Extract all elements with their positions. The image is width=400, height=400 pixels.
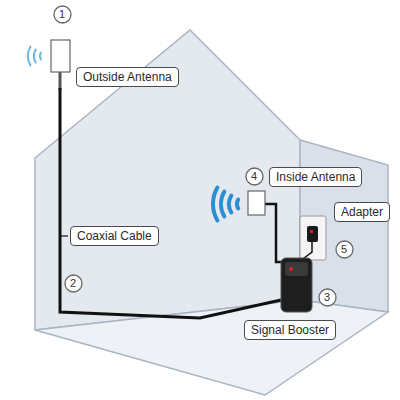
signal-wave [39, 53, 42, 60]
label-text: Signal Booster [251, 323, 329, 337]
antenna-mast [59, 72, 62, 90]
callout-number: 3 [318, 288, 337, 307]
label-text: Outside Antenna [83, 70, 172, 84]
coaxial-cable [60, 88, 281, 318]
callout-number: 4 [245, 167, 264, 186]
callout-number: 2 [64, 274, 83, 293]
callout-circle [319, 289, 336, 306]
callout-number: 1 [53, 5, 72, 24]
callout-circle [336, 241, 353, 258]
adapter-light [310, 230, 313, 233]
part-label: Coaxial Cable [70, 226, 159, 246]
signal-wave [221, 192, 224, 217]
booster-panel [285, 262, 308, 276]
callout-circle [65, 275, 82, 292]
signal-wave [34, 50, 36, 63]
callout-number: 1 [53, 5, 72, 24]
antenna-wire [265, 204, 282, 262]
inside-antenna-panel [248, 191, 265, 215]
signal-waves [28, 47, 238, 221]
part-label: Outside Antenna [76, 67, 179, 87]
callout-number: 3 [318, 288, 337, 307]
callout-circle [246, 168, 263, 185]
callout-number: 5 [335, 240, 354, 259]
signal-wave [229, 196, 231, 213]
label-text: Coaxial Cable [77, 229, 152, 243]
outside-antenna-panel [51, 40, 70, 72]
part-label: Signal Booster [244, 320, 336, 340]
back-wall [35, 30, 300, 330]
callout-number: 2 [64, 274, 83, 293]
label-text: Adapter [341, 205, 383, 219]
side-wall [300, 140, 388, 312]
signal-wave [28, 47, 31, 66]
wall-outlet [300, 216, 326, 260]
callout-circle [54, 6, 71, 23]
signal-booster-unit [281, 258, 312, 312]
callout-number: 4 [245, 167, 264, 186]
booster-light [289, 267, 293, 271]
label-text: Inside Antenna [276, 170, 355, 184]
part-label: Adapter [334, 202, 390, 222]
signal-wave [213, 188, 217, 221]
part-label: Inside Antenna [269, 167, 362, 187]
leader-line [60, 235, 68, 236]
callout-number: 5 [335, 240, 354, 259]
signal-wave [237, 200, 238, 209]
power-adapter [307, 226, 318, 242]
